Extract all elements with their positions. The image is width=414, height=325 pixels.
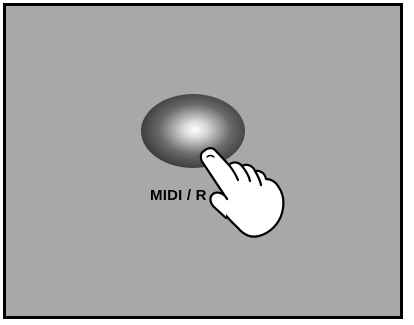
pointing-hand-icon xyxy=(201,148,284,236)
midi-button[interactable] xyxy=(141,94,245,168)
